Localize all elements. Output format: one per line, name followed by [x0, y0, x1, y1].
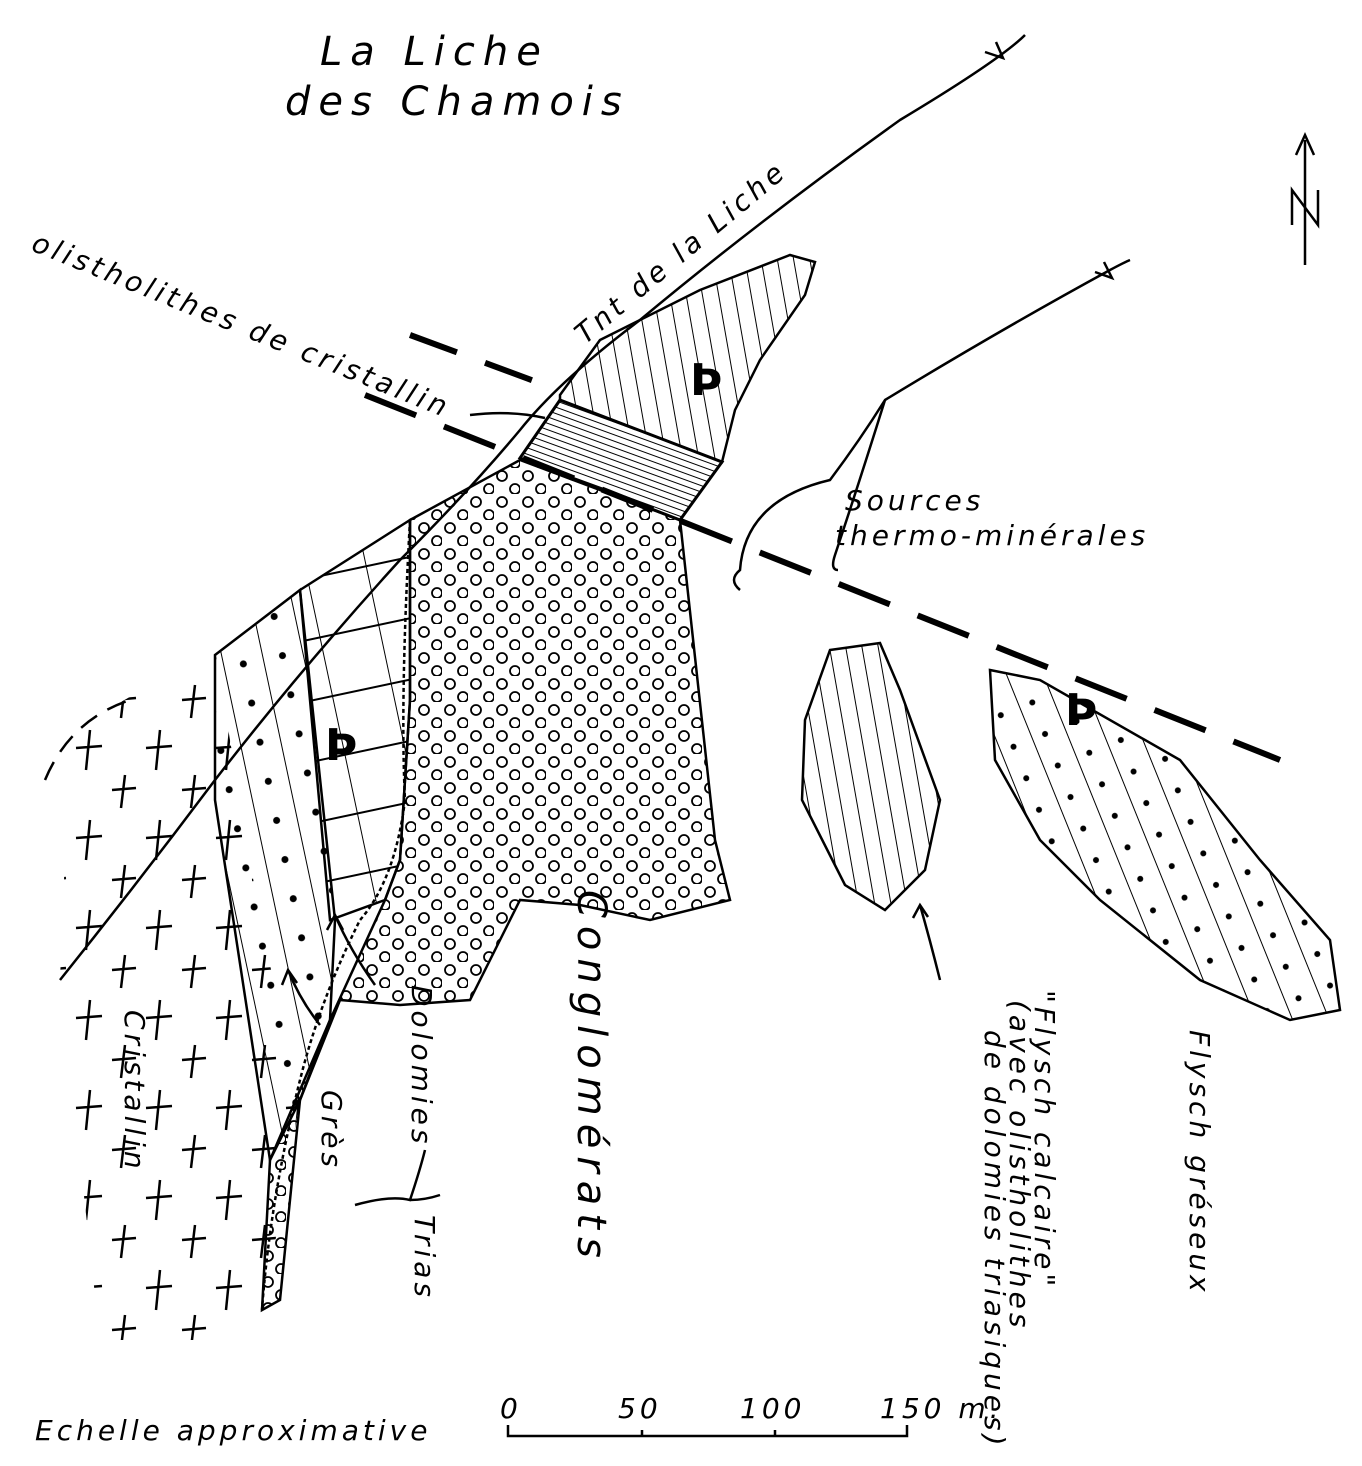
flysch-calcaire-label-2: (avec olistholithes	[1003, 1000, 1036, 1331]
flysch-calcaire-unit	[800, 641, 942, 912]
flysch-calcaire-label-1: "Flysch calcaire"	[1028, 990, 1061, 1290]
gres-leader	[280, 967, 321, 1026]
north-arrow-icon	[1290, 131, 1320, 265]
scale-label: Echelle approximative	[35, 1414, 431, 1447]
conglomerats-unit	[260, 458, 732, 1313]
fault-line-upper	[408, 332, 547, 388]
gres-label: Grès	[315, 1090, 348, 1171]
olistholithes-leader	[469, 411, 546, 420]
sources-label-2: thermo-minérales	[835, 519, 1149, 552]
title-line2: des Chamois	[285, 79, 630, 125]
scale-tick-0: 0	[500, 1392, 522, 1425]
trias-brace	[354, 1149, 441, 1207]
stream-liche	[59, 34, 1026, 981]
trias-label: Trias	[408, 1215, 441, 1301]
dolomies-label: Dolomies	[405, 985, 438, 1147]
scale-tick-50: 50	[618, 1392, 662, 1425]
cristallin-boundary-dashed	[43, 698, 131, 781]
title-line1: La Liche	[320, 29, 549, 75]
fossil-symbol: Þ	[690, 355, 722, 406]
flysch-calcaire-label-3: de dolomies triasiques)	[978, 1030, 1011, 1450]
scale-tick-100: 100	[740, 1392, 805, 1425]
stream-sources-arrow	[1094, 261, 1115, 281]
stream-arrow	[984, 41, 1006, 61]
fossil-symbol: Þ	[1065, 685, 1097, 736]
flysch-greseux-label: Flysch gréseux	[1183, 1030, 1216, 1296]
dolomies-leader	[325, 912, 377, 986]
flysch-greseux-unit	[988, 668, 1342, 1022]
fossil-symbol: Þ	[325, 720, 357, 771]
flysch-calcaire-leader	[911, 902, 942, 981]
scale-tick-150: 150 m.	[880, 1392, 1003, 1425]
scale-bar	[506, 1425, 909, 1438]
north-label: N	[0, 0, 1, 1]
olistholithes-label: olistholithes de cristallin	[27, 226, 455, 425]
sources-label-1: Sources	[845, 484, 984, 517]
conglomerats-label: Conglomérats	[568, 890, 614, 1266]
olistholithes-band	[517, 398, 725, 522]
stream-sources	[732, 258, 1131, 591]
cristallin-label: Cristallin	[118, 1010, 151, 1173]
